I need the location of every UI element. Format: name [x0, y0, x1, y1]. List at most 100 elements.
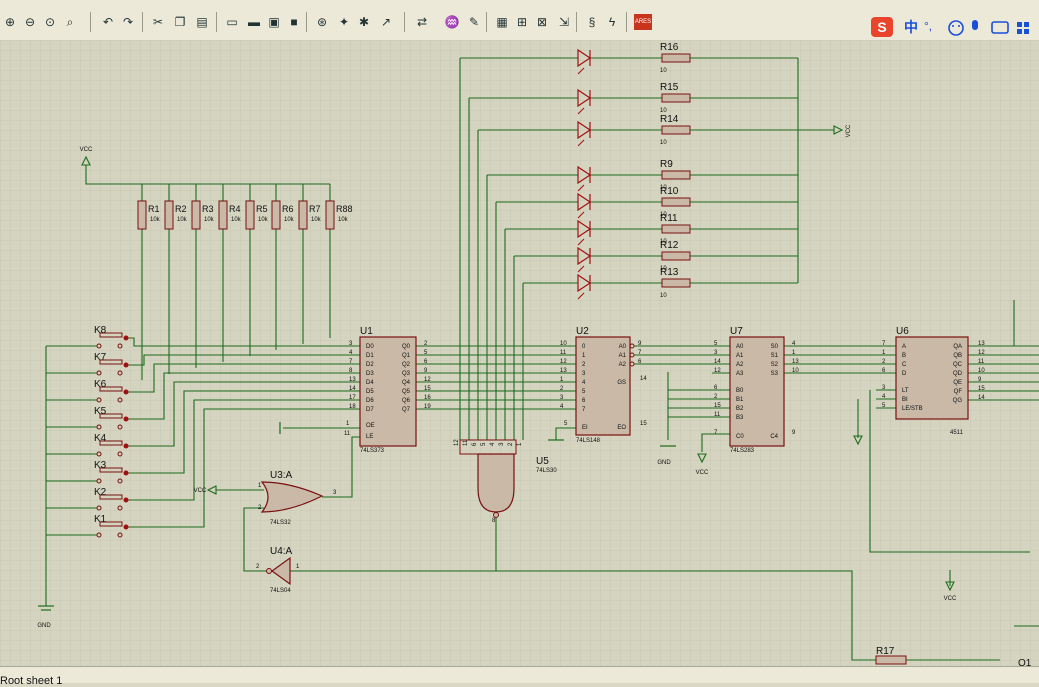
vcc-rail: [85, 165, 330, 185]
pullup-resistor: [271, 200, 281, 230]
u1-pin-num: 1: [346, 421, 350, 427]
u7-part: 74LS283: [730, 448, 755, 454]
u2-pin-name: 4: [582, 380, 586, 386]
grid-icon[interactable]: [1017, 22, 1022, 27]
u4-bubble: [266, 568, 272, 574]
led-resistor-value: 10: [660, 108, 667, 114]
u1-pin-num: 17: [349, 395, 356, 401]
switch-ref: K5: [94, 406, 107, 417]
u1-pin-name: D4: [366, 380, 374, 386]
schematic-svg[interactable]: VCCR110kR210kR310kR410kR510kR610kR710kR8…: [0, 40, 1039, 666]
cut-icon[interactable]: ✂: [152, 15, 164, 29]
u5-pin-num: 2: [508, 442, 514, 446]
led-resistor-value: 10: [660, 140, 667, 146]
u7-pin-num: 15: [714, 403, 721, 409]
emoji-icon[interactable]: [948, 20, 964, 36]
u6-pin-num: 12: [978, 350, 985, 356]
u1-pin-num: 6: [424, 359, 428, 365]
block-move-icon[interactable]: ▬: [248, 15, 260, 29]
zoom-out-icon[interactable]: ⊖: [24, 15, 36, 29]
vcc-terminal: [945, 581, 955, 592]
u4-inverter: [270, 556, 291, 586]
block-copy-icon[interactable]: ▭: [226, 15, 238, 29]
pullup-ref: R1: [148, 204, 160, 214]
ime-lang-toggle[interactable]: 中: [904, 19, 918, 35]
make-device-icon[interactable]: ✦: [338, 15, 350, 29]
toolbar-separator: [90, 12, 91, 32]
switch-contact: [117, 397, 123, 403]
remove-sheet-icon[interactable]: ⊠: [536, 15, 548, 29]
zoom-area-icon[interactable]: ⌕: [66, 15, 74, 29]
u5-pin-num: 8: [492, 518, 496, 524]
keyboard-icon[interactable]: [991, 21, 1009, 34]
u6-pin-name: QF: [954, 389, 963, 395]
sogou-logo-icon[interactable]: [871, 17, 893, 37]
switch-signal: [126, 399, 338, 501]
switch-signal: [126, 337, 338, 347]
u3-input-b: [243, 507, 270, 572]
new-sheet-icon[interactable]: ⊞: [516, 15, 528, 29]
u1-pin-num: 5: [424, 350, 428, 356]
u6-part: 4511: [950, 430, 964, 436]
ime-punct-toggle[interactable]: °,: [924, 19, 932, 33]
u2-pin-num: 13: [560, 368, 567, 374]
u7-c0-wire: [701, 433, 730, 452]
switch-contact: [96, 451, 102, 457]
u3-pin-num: 2: [258, 505, 262, 511]
u3-or-gate: [260, 481, 324, 513]
undo-icon[interactable]: ↶: [102, 15, 114, 29]
u2-pin-name: 3: [582, 371, 586, 377]
led-diode: [577, 246, 592, 266]
u2-ref: U2: [576, 326, 589, 337]
u2-inv-bubble: [629, 361, 635, 367]
switch-body: [99, 521, 123, 527]
led-resistor-value: 10: [660, 266, 667, 272]
pick-device-icon[interactable]: ⊛: [316, 15, 328, 29]
switch-contact: [117, 343, 123, 349]
search-tag-icon[interactable]: ♒: [444, 15, 460, 29]
electrical-rule-check-icon[interactable]: ϟ: [608, 15, 616, 29]
decompose-icon[interactable]: ↗: [380, 15, 392, 29]
zoom-fit-icon[interactable]: ⊙: [44, 15, 56, 29]
block-rotate-icon[interactable]: ▣: [268, 15, 280, 29]
redo-icon[interactable]: ↷: [122, 15, 134, 29]
led-ray: [577, 139, 585, 147]
goto-sheet-icon[interactable]: ⇲: [558, 15, 570, 29]
r17-ref: R17: [876, 646, 895, 657]
bill-of-materials-icon[interactable]: §: [588, 15, 596, 29]
pullup-ref: R6: [282, 204, 294, 214]
switch-contact: [96, 424, 102, 430]
u7-pin-name: A3: [736, 371, 744, 377]
toolbar-separator: [486, 12, 487, 32]
u7-pin-name: A0: [736, 344, 744, 350]
switch-contact: [96, 505, 102, 511]
design-explorer-icon[interactable]: ▦: [496, 15, 508, 29]
u2-inv-bubble: [629, 352, 635, 358]
copy-icon[interactable]: ❐: [174, 15, 186, 29]
u6-pin-name: D: [902, 371, 907, 377]
u7-pin-num: 9: [792, 430, 796, 436]
microphone-icon[interactable]: [972, 20, 978, 30]
u1-pin-num: 2: [424, 341, 428, 347]
block-delete-icon[interactable]: ■: [290, 15, 298, 29]
u7-pin-num: 6: [714, 385, 718, 391]
led-resistor: [661, 197, 691, 207]
u6-pin-name: BI: [902, 397, 908, 403]
wire-autorouter-icon[interactable]: ⇄: [416, 15, 428, 29]
u2-pin-name: 1: [582, 353, 586, 359]
u5-pin-num: 11: [463, 439, 469, 446]
u6-pin-num: 13: [978, 341, 985, 347]
u7-pin-num: 4: [792, 341, 796, 347]
property-tool-icon[interactable]: ✎: [468, 15, 480, 29]
paste-icon[interactable]: ▤: [196, 15, 208, 29]
u5-pin-num: 6: [472, 442, 478, 446]
zoom-in-icon[interactable]: ⊕: [4, 15, 16, 29]
u5-pin-num: 4: [490, 442, 496, 446]
u6-pin-name: LE/STB: [902, 406, 923, 412]
led-resistor-ref: R9: [660, 159, 673, 170]
package-tool-icon[interactable]: ✱: [358, 15, 370, 29]
ares-icon[interactable]: ARES: [634, 14, 652, 30]
led-resistor-value: 10: [660, 68, 667, 74]
led-ray: [577, 211, 585, 219]
